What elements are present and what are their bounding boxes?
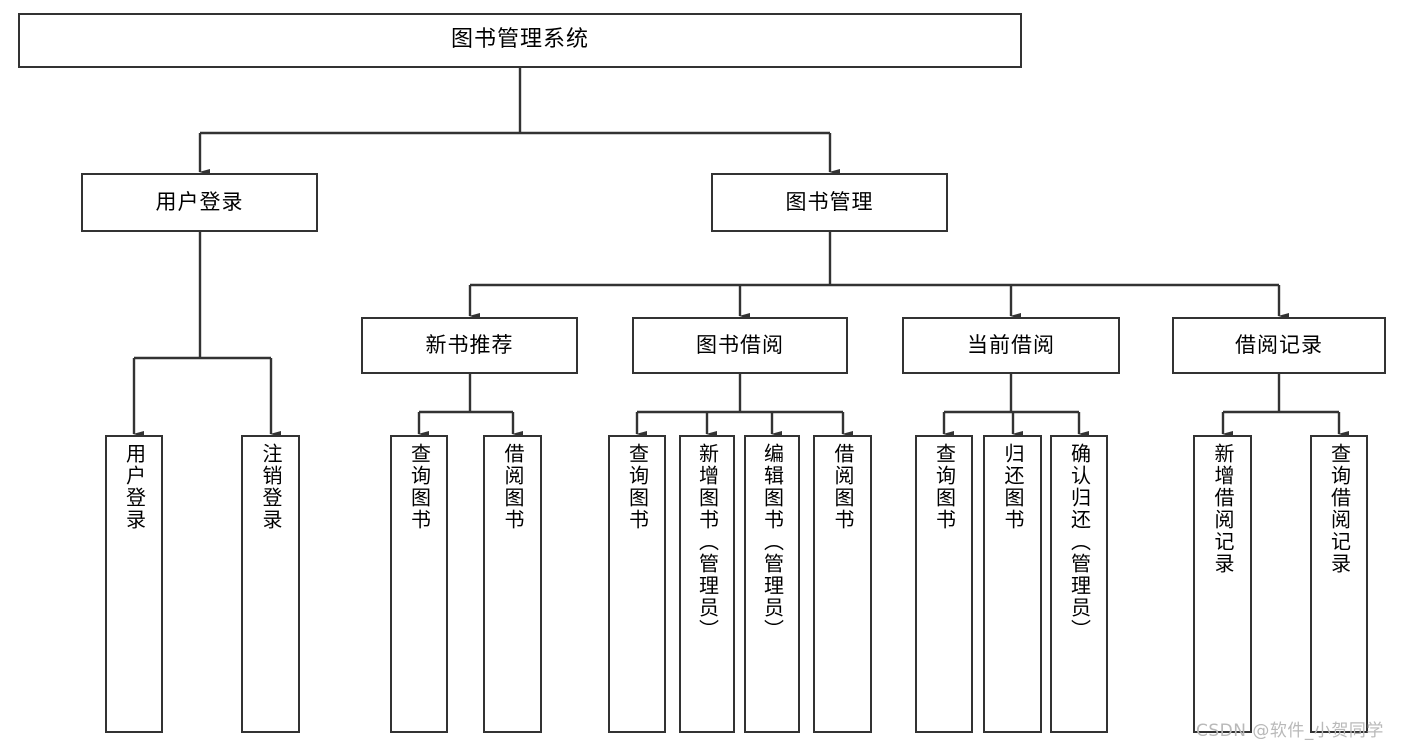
node-label: 查询图书 (625, 443, 650, 531)
node-leaf-borrow-book-2: 借阅图书 (813, 435, 872, 733)
node-label: 图书管理系统 (450, 27, 589, 53)
node-label: 用户登录 (122, 443, 147, 531)
node-label: 新增图书（管理员） (695, 443, 720, 641)
node-leaf-borrow-book-1: 借阅图书 (483, 435, 542, 733)
node-borrow-record: 借阅记录 (1172, 317, 1386, 374)
node-label: 查询图书 (407, 443, 432, 531)
node-new-book-rec: 新书推荐 (361, 317, 578, 374)
node-label: 借阅图书 (501, 443, 525, 531)
node-leaf-query-book-2: 查询图书 (608, 435, 666, 733)
node-label: 当前借阅 (967, 332, 1055, 357)
node-book-mgmt: 图书管理 (711, 173, 948, 232)
node-label: 确认归还（管理员） (1067, 443, 1092, 641)
node-leaf-add-book: 新增图书（管理员） (679, 435, 735, 733)
node-label: 用户登录 (155, 189, 244, 214)
node-current-borrow: 当前借阅 (902, 317, 1120, 374)
node-leaf-return-book: 归还图书 (983, 435, 1042, 733)
node-label: 归还图书 (1001, 443, 1025, 531)
node-root: 图书管理系统 (18, 13, 1022, 68)
node-leaf-query-book-1: 查询图书 (390, 435, 448, 733)
node-book-borrow: 图书借阅 (632, 317, 848, 374)
node-leaf-query-book-3: 查询图书 (915, 435, 973, 733)
node-leaf-add-record: 新增借阅记录 (1193, 435, 1252, 733)
node-label: 查询图书 (932, 443, 957, 531)
node-leaf-query-record: 查询借阅记录 (1310, 435, 1368, 733)
node-label: 图书管理 (785, 189, 874, 214)
node-label: 编辑图书（管理员） (760, 443, 785, 641)
node-label: 借阅记录 (1235, 332, 1323, 357)
node-label: 图书借阅 (696, 332, 784, 357)
node-leaf-confirm-return: 确认归还（管理员） (1050, 435, 1108, 733)
node-leaf-user-login: 用户登录 (105, 435, 163, 733)
node-label: 借阅图书 (831, 443, 855, 531)
node-label: 查询借阅记录 (1327, 443, 1352, 575)
node-label: 新书推荐 (425, 332, 514, 357)
node-label: 新增借阅记录 (1211, 443, 1235, 575)
node-leaf-user-logout: 注销登录 (241, 435, 300, 733)
node-leaf-edit-book: 编辑图书（管理员） (744, 435, 800, 733)
node-user-login: 用户登录 (81, 173, 318, 232)
node-label: 注销登录 (259, 443, 283, 531)
